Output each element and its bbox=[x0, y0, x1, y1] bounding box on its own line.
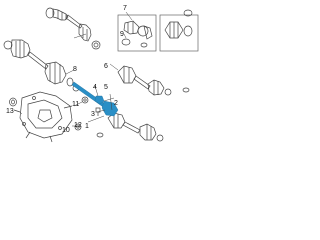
bolt-part bbox=[95, 107, 101, 116]
callout-2: 2 bbox=[114, 100, 118, 107]
clip-part bbox=[96, 132, 104, 138]
callout-4: 4 bbox=[93, 84, 97, 91]
right-lower-drive-shaft bbox=[107, 112, 164, 142]
seal-ring-part bbox=[9, 97, 17, 107]
highlighted-intermediate-shaft bbox=[71, 81, 119, 117]
callout-8: 8 bbox=[73, 66, 77, 73]
nut-part bbox=[81, 96, 89, 104]
callout-3: 3 bbox=[91, 111, 95, 118]
callout-13: 13 bbox=[6, 108, 14, 115]
washer-part bbox=[74, 123, 82, 131]
callout-12: 12 bbox=[74, 122, 82, 129]
callout-10: 10 bbox=[62, 127, 70, 134]
callout-1: 1 bbox=[85, 123, 89, 130]
diagram-drawing bbox=[3, 7, 199, 143]
right-upper-drive-shaft bbox=[117, 65, 190, 96]
left-drive-shaft bbox=[3, 39, 80, 92]
callout-5: 5 bbox=[104, 84, 108, 91]
callout-11: 11 bbox=[72, 101, 80, 108]
differential-housing bbox=[13, 91, 73, 143]
outer-joint-box bbox=[117, 14, 157, 52]
upper-drive-shaft bbox=[45, 7, 101, 50]
inner-boot-box bbox=[159, 9, 199, 52]
parts-diagram: 1 2 3 4 5 6 7 8 9 10 11 12 13 bbox=[0, 0, 200, 147]
callout-9: 9 bbox=[120, 31, 124, 38]
callout-6: 6 bbox=[104, 63, 108, 70]
callout-7: 7 bbox=[123, 5, 127, 12]
leader-lines bbox=[19, 11, 133, 127]
